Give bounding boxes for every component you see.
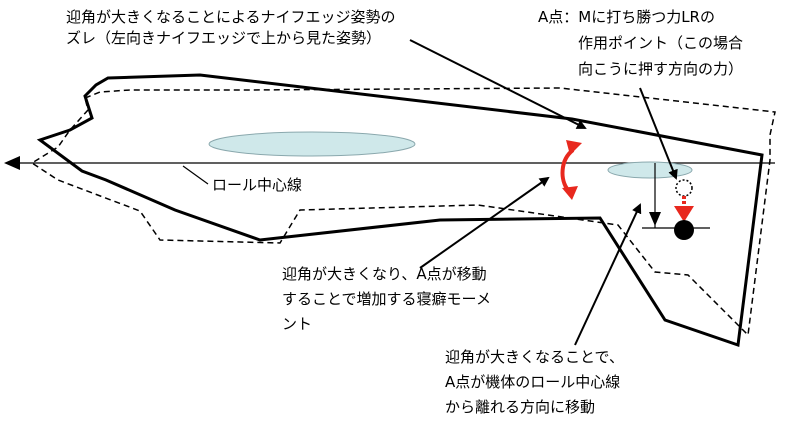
original-point-a-icon — [675, 179, 693, 197]
annotation-bottom-line2: A点が機体のロール中心線 — [445, 373, 621, 391]
original-attitude-outline — [30, 87, 776, 337]
moment-arrow-curve — [560, 148, 575, 192]
annotation-top-left-line1: 迎角が大きくなることによるナイフエッジ姿勢の — [66, 8, 396, 26]
leader-roll-axis — [182, 165, 209, 185]
annotation-middle-line1: 迎角が大きくなり、A点が移動 — [282, 265, 487, 283]
leader-middle — [419, 176, 550, 269]
annotation-top-left-line2: ズレ（左向きナイフエッジで上から見た姿勢） — [66, 29, 382, 47]
displacement-arrow-head — [649, 212, 661, 226]
annotation-top-right-line1: A点：Mに打ち勝つ力LRの — [538, 8, 715, 26]
annotation-top-right-line3: 向こうに押す方向の力） — [578, 60, 744, 78]
force-arrow-head — [674, 206, 694, 222]
moment-arrow-head-top — [566, 140, 582, 155]
annotation-middle-line2: することで増加する寝癖モーメ — [282, 290, 491, 308]
leader-top-right — [639, 87, 678, 180]
moment-arrow-head-bottom — [562, 186, 578, 200]
cockpit-ellipse-small — [607, 161, 693, 179]
leader-top-left — [409, 39, 587, 129]
annotation-top-right-line2: 作用ポイント（この場合 — [578, 34, 744, 52]
annotation-bottom-line1: 迎角が大きくなることで、 — [445, 348, 624, 366]
knife-edge-attitude-outline — [36, 73, 764, 348]
leader-bottom — [574, 203, 642, 346]
annotation-middle-line3: ント — [282, 315, 313, 333]
annotation-bottom-line3: から離れる方向に移動 — [445, 398, 596, 416]
roll-axis-arrowhead — [4, 156, 20, 170]
roll-axis-label: ロール中心線 — [212, 176, 303, 194]
cockpit-ellipse-large — [208, 131, 416, 157]
moved-point-a-icon — [674, 220, 694, 240]
